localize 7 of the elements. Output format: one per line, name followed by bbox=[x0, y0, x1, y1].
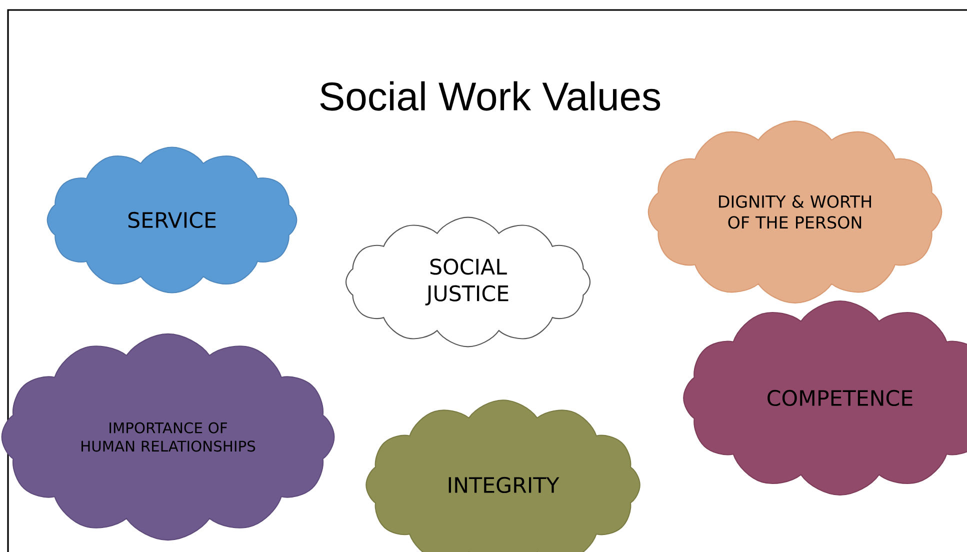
cloud: IMPORTANCE OF HUMAN RELATIONSHIPS bbox=[1, 333, 335, 541]
cloud: INTEGRITY bbox=[366, 400, 640, 552]
cloud: COMPETENCE bbox=[683, 300, 967, 496]
cloud: SOCIAL JUSTICE bbox=[345, 216, 591, 348]
cloud: SERVICE bbox=[46, 146, 298, 294]
cloud: DIGNITY & WORTH OF THE PERSON bbox=[648, 120, 942, 304]
title: Social Work Values bbox=[320, 81, 660, 111]
